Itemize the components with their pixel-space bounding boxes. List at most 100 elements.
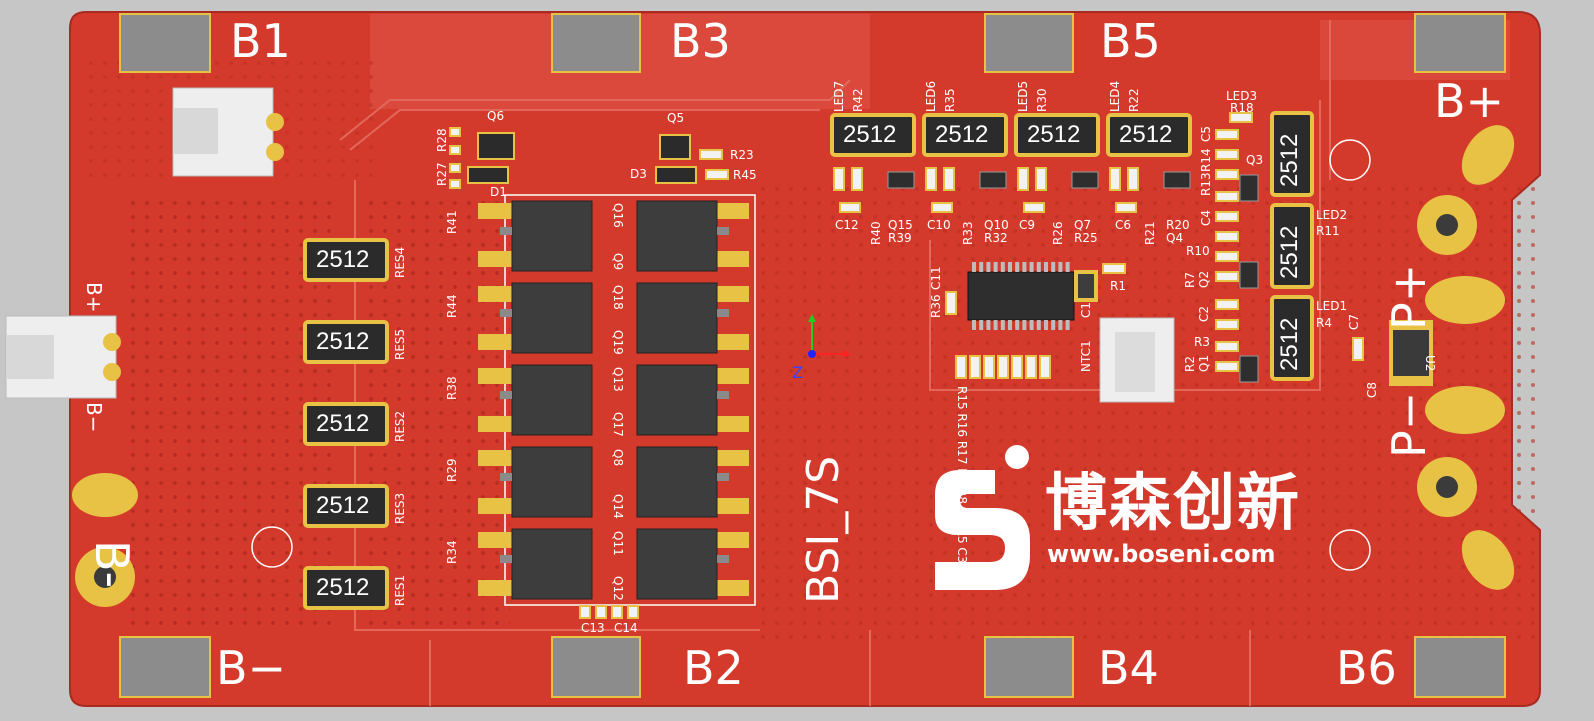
ic-pin bbox=[1008, 320, 1012, 330]
connector-left-label-bottom: B− bbox=[82, 402, 106, 433]
mosfet-gate-resistor-label: R38 bbox=[445, 376, 459, 400]
ic-pin bbox=[972, 320, 976, 330]
mosfet-label: Q18 bbox=[611, 285, 625, 310]
resistor-code: 2512 bbox=[843, 121, 897, 148]
terminal-label-b4: B4 bbox=[1098, 641, 1159, 695]
brand-name-cn: 博森创新 bbox=[1045, 466, 1302, 539]
terminal-label-b6: B6 bbox=[1336, 641, 1397, 695]
mosfet-label: Q11 bbox=[611, 531, 625, 556]
part-label-c12: C12 bbox=[835, 218, 859, 232]
part-label-led1: LED1 bbox=[1316, 299, 1348, 313]
resistor-label: RES3 bbox=[393, 492, 407, 524]
ic-pin bbox=[979, 262, 984, 272]
resistor-code: 2512 bbox=[316, 492, 370, 519]
resistor-code: 2512 bbox=[316, 410, 370, 437]
power-pads bbox=[72, 125, 1515, 607]
ic-pin bbox=[1058, 320, 1063, 330]
battery-pads bbox=[119, 13, 1506, 698]
ic-pin bbox=[1051, 262, 1056, 272]
part-label-r25: R25 bbox=[1074, 231, 1098, 245]
ic-pin bbox=[1036, 320, 1041, 330]
part-label-r1: R1 bbox=[1110, 279, 1126, 293]
connector-left bbox=[5, 315, 121, 399]
part-label-q4: Q4 bbox=[1166, 231, 1184, 245]
ic-pin bbox=[986, 262, 991, 272]
part-label-bottom-row: R15 R16 R17 R9 R8 R6 R5 C3 bbox=[955, 386, 969, 564]
resistor-label: R30 bbox=[1035, 88, 1049, 112]
ic-pin bbox=[1008, 262, 1012, 272]
part-label-d1: D1 bbox=[490, 185, 507, 199]
smd-bottom-row bbox=[955, 355, 1051, 379]
part-label-c14: C14 bbox=[614, 621, 638, 635]
resistors-top-bodies bbox=[830, 113, 1192, 157]
resistor-label: RES1 bbox=[393, 574, 407, 606]
ic-pin bbox=[1022, 262, 1027, 272]
board-name-label: BSI_7S bbox=[798, 455, 849, 604]
ic-pin bbox=[972, 262, 976, 272]
brand-logo-mark bbox=[935, 445, 1030, 590]
ic-pin bbox=[986, 320, 991, 330]
resistor-code: 2512 bbox=[935, 121, 989, 148]
part-label-c5: C5 bbox=[1199, 125, 1213, 142]
led-label: LED4 bbox=[1108, 80, 1122, 112]
terminal-label-b3: B3 bbox=[670, 14, 731, 68]
part-label-q10: Q10 bbox=[984, 218, 1009, 232]
ic-pin bbox=[1065, 320, 1070, 330]
terminal-label-b2: B2 bbox=[683, 641, 744, 695]
part-label-r26: R26 bbox=[1051, 221, 1065, 245]
part-label-r11: R11 bbox=[1316, 224, 1340, 238]
part-label-r10: R10 bbox=[1186, 244, 1210, 258]
connector-left-label-top: B+ bbox=[82, 282, 106, 313]
ic-pin bbox=[1000, 320, 1005, 330]
part-label-c10: C10 bbox=[927, 218, 951, 232]
part-label-r14: R14 bbox=[1199, 148, 1213, 172]
mosfet-label: Q17 bbox=[611, 412, 625, 437]
connector-ntc bbox=[1099, 317, 1175, 403]
part-label-q15: Q15 bbox=[888, 218, 913, 232]
ic-pin bbox=[993, 262, 998, 272]
part-label-r18: R18 bbox=[1230, 101, 1254, 115]
ic-pin bbox=[1044, 320, 1048, 330]
u2-component bbox=[1389, 320, 1433, 386]
mosfet-label: Q19 bbox=[611, 330, 625, 355]
ic-pin bbox=[993, 320, 998, 330]
smd-tiny bbox=[449, 112, 1364, 619]
part-label-r33: R33 bbox=[961, 221, 975, 245]
resistor-label: R42 bbox=[851, 88, 865, 112]
ic-pin bbox=[1029, 262, 1034, 272]
ic-pin bbox=[1058, 262, 1063, 272]
part-label-q3: Q3 bbox=[1246, 153, 1264, 167]
mosfet-gate-resistor-label: R41 bbox=[445, 210, 459, 234]
resistor-code: 2512 bbox=[1276, 317, 1303, 371]
part-label-r2: R2 bbox=[1183, 356, 1197, 372]
ic-pin bbox=[1044, 262, 1048, 272]
part-label-r21: R21 bbox=[1143, 221, 1157, 245]
led-label: LED5 bbox=[1016, 80, 1030, 112]
mosfet-label: Q12 bbox=[611, 576, 625, 601]
part-label-d3: D3 bbox=[630, 167, 647, 181]
part-label-r36: R36 bbox=[929, 294, 943, 318]
bms-ic bbox=[967, 262, 1075, 330]
connector-top bbox=[172, 87, 284, 177]
part-label-led2: LED2 bbox=[1316, 208, 1348, 222]
ic-pin bbox=[979, 320, 984, 330]
smd-small bbox=[467, 132, 697, 184]
part-label-r13: R13 bbox=[1199, 172, 1213, 196]
terminal-label-pminus: P− bbox=[1382, 391, 1436, 458]
ic-pin bbox=[1000, 262, 1005, 272]
part-label-q7: Q7 bbox=[1074, 218, 1092, 232]
ic-pin bbox=[1015, 320, 1020, 330]
part-label-ntc1: NTC1 bbox=[1079, 340, 1093, 372]
part-label-q5: Q5 bbox=[667, 111, 685, 125]
part-label-q1: Q1 bbox=[1197, 354, 1211, 372]
brand-url: www.boseni.com bbox=[1047, 540, 1276, 568]
resistor-code: 2512 bbox=[316, 574, 370, 601]
part-label-r4: R4 bbox=[1316, 316, 1332, 330]
mosfet-gate-resistor-label: R29 bbox=[445, 458, 459, 482]
mosfet-array bbox=[478, 194, 756, 606]
part-label-q2: Q2 bbox=[1197, 270, 1211, 288]
resistor-code: 2512 bbox=[316, 328, 370, 355]
mosfet-gate-resistor-label: R44 bbox=[445, 294, 459, 318]
terminal-label-b5: B5 bbox=[1100, 14, 1161, 68]
